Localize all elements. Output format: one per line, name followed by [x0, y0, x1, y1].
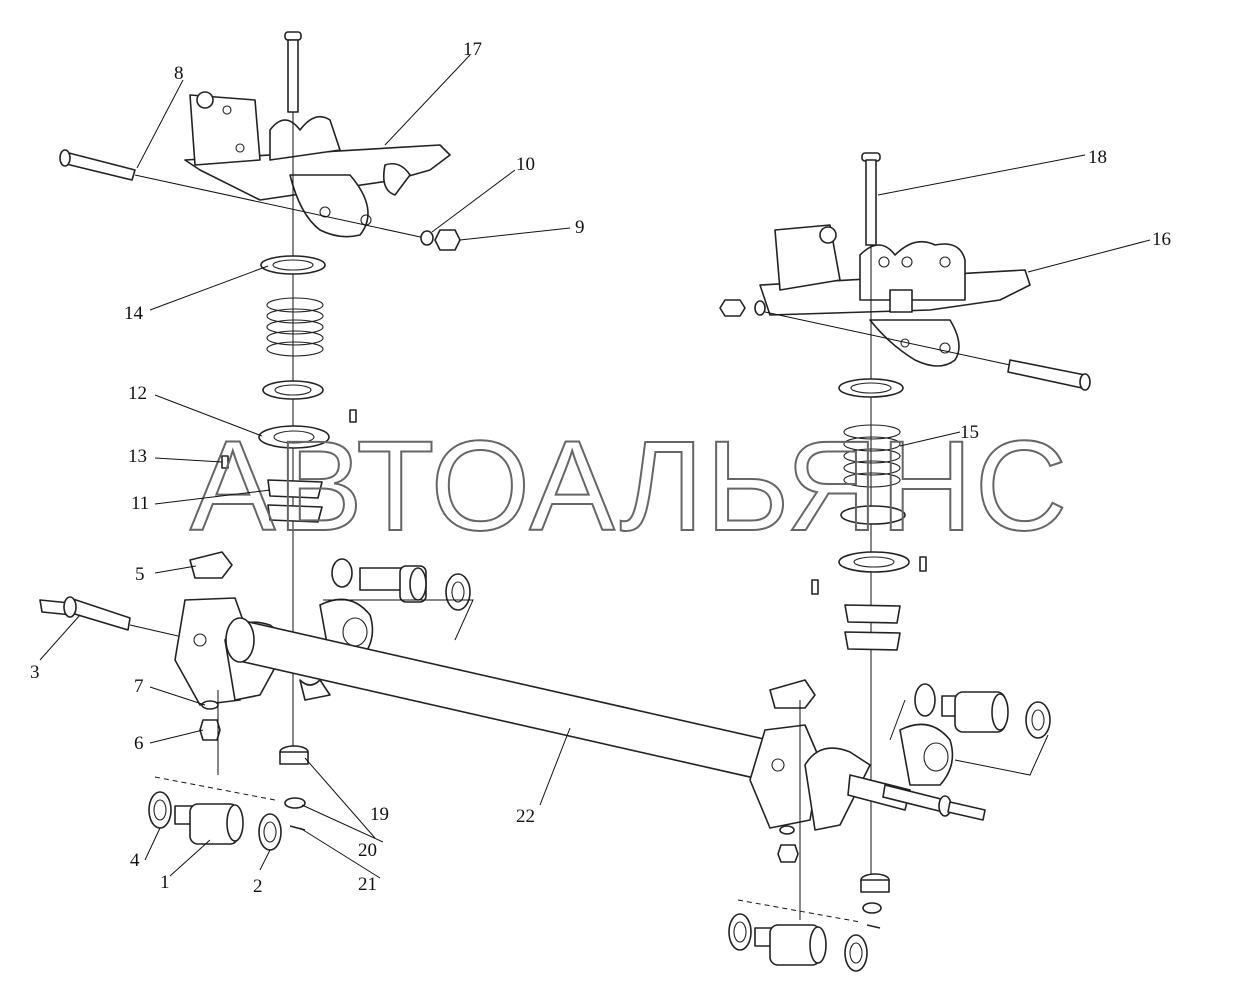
right-bump-stop: [769, 679, 816, 709]
left-washer: [420, 230, 434, 246]
callout-21: 21: [358, 874, 377, 895]
left-spring-lower-seat: [262, 380, 324, 400]
left-stud-shaft: [39, 596, 131, 631]
callout-labels: 8 17 10 9 14 12 13 11 5 3 7 6 4 1 2 19 2…: [30, 39, 1171, 897]
left-mount-plate: [258, 425, 330, 449]
right-mount-plate: [838, 551, 910, 573]
callout-8: 8: [174, 63, 184, 84]
left-upper-bracket: [184, 91, 451, 238]
right-lower-bushing-set: [728, 899, 868, 972]
right-stud-shaft: [882, 784, 986, 821]
right-shim-plate: [844, 604, 901, 624]
left-king-pin: [284, 31, 302, 113]
right-upper-bushing-set: [889, 683, 1051, 776]
callout-2: 2: [253, 876, 263, 897]
right-long-bolt: [1007, 359, 1086, 389]
left-bottom-washer: [284, 797, 306, 809]
right-upper-bracket: [759, 224, 1031, 367]
right-spring-lower-seat: [840, 505, 906, 525]
callout-7: 7: [134, 676, 144, 697]
callout-18: 18: [1088, 147, 1107, 168]
watermark-text: АВТОАЛЬЯНС: [190, 415, 1069, 558]
callout-6: 6: [134, 733, 144, 754]
callout-3: 3: [30, 662, 40, 683]
callout-13: 13: [128, 446, 147, 467]
left-nut: [434, 229, 461, 251]
right-axle-bracket: [749, 723, 954, 831]
callout-14: 14: [124, 303, 144, 324]
left-lower-nut: [199, 719, 221, 741]
callout-11: 11: [131, 493, 149, 514]
left-spring-upper-seat: [260, 255, 326, 275]
left-shim-plate: [267, 479, 323, 499]
right-nut: [719, 299, 746, 317]
axle-tube: [225, 617, 791, 786]
callout-19: 19: [370, 804, 389, 825]
callout-17: 17: [463, 39, 482, 60]
callout-16: 16: [1152, 229, 1171, 250]
left-coil-spring: [266, 297, 324, 357]
callout-15: 15: [960, 422, 979, 443]
left-upper-bushing-set: [323, 558, 474, 641]
left-long-bolt: [59, 149, 136, 181]
callout-9: 9: [575, 217, 585, 238]
right-coil-spring: [843, 424, 901, 488]
right-spring-upper-seat: [838, 378, 904, 398]
leader-lines: [39, 54, 1151, 879]
callout-5: 5: [135, 564, 145, 585]
callout-10: 10: [516, 154, 535, 175]
callout-22: 22: [516, 806, 535, 827]
right-king-pin: [861, 152, 881, 246]
callout-1: 1: [160, 872, 170, 893]
callout-12: 12: [128, 383, 147, 404]
left-bump-stop: [189, 551, 233, 579]
left-lower-bushing-set: [148, 776, 282, 851]
right-washer: [754, 300, 766, 316]
callout-4: 4: [130, 850, 140, 871]
callout-20: 20: [358, 840, 377, 861]
